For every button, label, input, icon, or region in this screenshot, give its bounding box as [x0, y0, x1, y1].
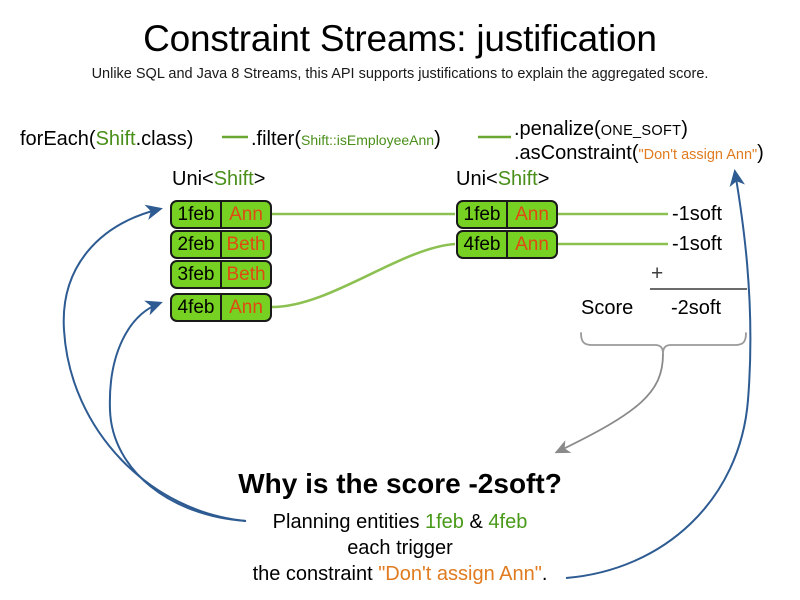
- code-filter: .filter(Shift::isEmployeeAnn): [251, 128, 441, 151]
- explain-constraint-name: "Don't assign Ann": [378, 563, 542, 585]
- stream-label-right: Uni<Shift>: [456, 168, 549, 191]
- shift-card-employee: Ann: [515, 204, 549, 225]
- shift-card[interactable]: 3feb Beth: [170, 260, 272, 289]
- shift-card-employee: Beth: [226, 234, 266, 255]
- shift-card-date: 1feb: [172, 202, 222, 227]
- penalize-tail: ): [681, 118, 688, 140]
- shift-card-date: 4feb: [172, 295, 222, 320]
- filter-method-ref: Shift::isEmployeeAnn: [301, 132, 435, 148]
- foreach-type: Shift: [95, 128, 136, 150]
- code-asconstraint: .asConstraint("Don't assign Ann"): [514, 142, 764, 165]
- filter-call: .filter(: [251, 128, 301, 150]
- asconstraint-tail: ): [757, 142, 764, 164]
- foreach-call: forEach(: [20, 128, 96, 150]
- shift-card-employee: Ann: [515, 234, 549, 255]
- explanation-heading: Why is the score -2soft?: [238, 468, 562, 499]
- uni-left-type: Shift: [213, 168, 254, 190]
- shift-card[interactable]: 4feb Ann: [170, 293, 272, 322]
- score-impact: -1soft: [672, 233, 723, 255]
- page-title: Constraint Streams: justification: [143, 18, 657, 59]
- shift-card[interactable]: 2feb Beth: [170, 230, 272, 259]
- asconstraint-call: .asConstraint(: [514, 142, 639, 164]
- uni-right-prefix: Uni<: [456, 168, 498, 190]
- code-foreach: forEach(Shift.class): [20, 128, 193, 151]
- score-label: Score: [581, 297, 634, 319]
- explain-entity-4feb: 4feb: [488, 511, 528, 533]
- explain-line3-post: .: [541, 563, 548, 585]
- shift-card-employee: Beth: [226, 264, 266, 285]
- explain-ampersand: &: [463, 511, 489, 533]
- code-penalize: .penalize(ONE_SOFT): [514, 118, 688, 141]
- uni-left-prefix: Uni<: [172, 168, 214, 190]
- shift-card-date: 1feb: [458, 202, 508, 227]
- explain-line1-pre: Planning entities: [272, 511, 425, 533]
- sum-rule-line: [650, 288, 747, 290]
- foreach-tail: .class): [135, 128, 194, 150]
- penalize-call: .penalize(: [514, 118, 601, 140]
- shift-card[interactable]: 1feb Ann: [456, 200, 558, 229]
- shift-card-date: 3feb: [172, 262, 222, 287]
- score-explanation-arrow: [554, 353, 664, 454]
- uni-right-type: Shift: [497, 168, 538, 190]
- explanation-line-2: each trigger: [347, 537, 453, 559]
- shift-card-date: 2feb: [172, 232, 222, 257]
- page-subtitle: Unlike SQL and Java 8 Streams, this API …: [91, 66, 709, 82]
- asconstraint-arg: "Don't assign Ann": [638, 147, 758, 163]
- explain-line3-pre: the constraint: [252, 563, 379, 585]
- score-total: -2soft: [671, 297, 722, 319]
- shift-card[interactable]: 1feb Ann: [170, 200, 272, 229]
- explain-entity-1feb: 1feb: [425, 511, 464, 533]
- explanation-line-3: the constraint "Don't assign Ann".: [0, 563, 800, 586]
- uni-left-suffix: >: [253, 168, 266, 190]
- shift-card[interactable]: 4feb Ann: [456, 230, 558, 259]
- uni-right-suffix: >: [537, 168, 550, 190]
- shift-card-employee: Ann: [229, 297, 263, 318]
- score-brace: [580, 332, 747, 355]
- score-impact: -1soft: [672, 203, 723, 225]
- explanation-line-1: Planning entities 1feb & 4feb: [0, 511, 800, 534]
- sum-operator: +: [651, 262, 664, 285]
- shift-card-employee: Ann: [229, 204, 263, 225]
- stream-label-left: Uni<Shift>: [172, 168, 265, 191]
- stream-wire-4feb: [271, 242, 456, 309]
- penalize-arg: ONE_SOFT: [600, 123, 682, 139]
- shift-card-date: 4feb: [458, 232, 508, 257]
- filter-tail: ): [434, 128, 441, 150]
